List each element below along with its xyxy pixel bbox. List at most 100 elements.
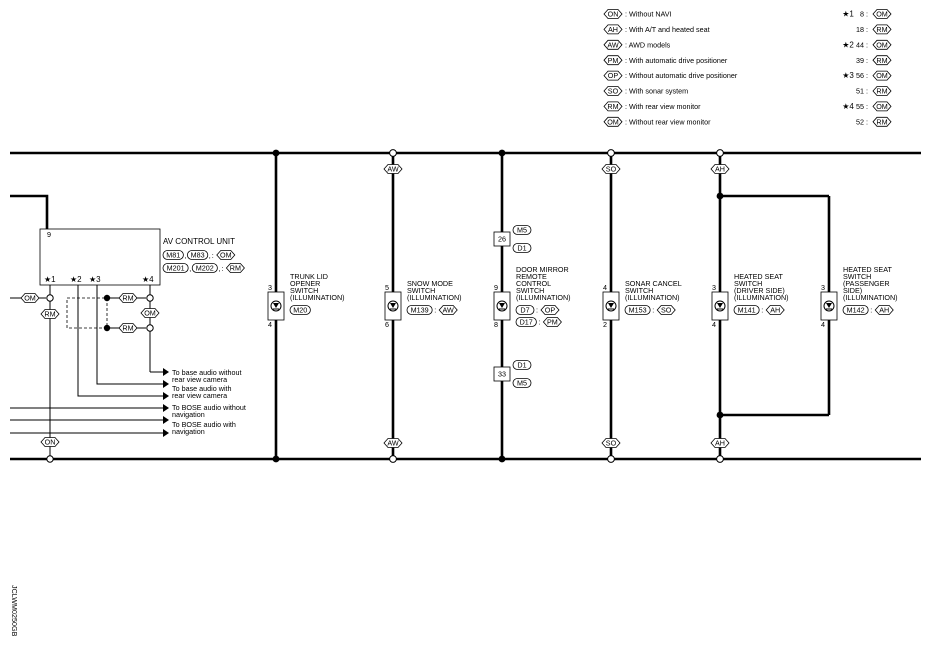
svg-text:M139: M139: [411, 306, 429, 315]
switch-name: SWITCH: [516, 286, 544, 295]
legend-desc: : Without rear view monitor: [625, 117, 711, 126]
switch-name: SNOW MODE: [407, 279, 453, 288]
svg-text:RM: RM: [122, 324, 133, 333]
av-connector: M201: [162, 263, 189, 273]
switch-name: SIDE): [843, 286, 862, 295]
legend-desc: : With rear view monitor: [625, 102, 701, 111]
av-star-4: ★4: [142, 275, 154, 284]
sep: :: [536, 306, 538, 315]
legend-cross-ref: 55 :: [856, 102, 868, 111]
legend-cross-tag: OM: [872, 39, 892, 50]
svg-text:OM: OM: [876, 40, 888, 49]
sep: :: [221, 264, 223, 273]
legend-cross-ref: 18 :: [856, 25, 868, 34]
svg-text:SO: SO: [661, 306, 672, 315]
pin-bottom: 8: [494, 320, 498, 329]
legend-desc: : With A/T and heated seat: [625, 25, 710, 34]
tag-om-mid: OM: [140, 308, 160, 318]
switch-name: DOOR MIRROR: [516, 265, 569, 274]
switch-name: SONAR CANCEL: [625, 279, 682, 288]
switch-connector: M153: [624, 305, 651, 315]
svg-text:ON: ON: [45, 438, 56, 447]
tag-on-bottom: ON: [40, 437, 60, 447]
bus-tag-top: AH: [710, 164, 730, 174]
av-connector: M83: [186, 250, 209, 260]
switch-connector-2: D17: [515, 317, 537, 327]
av-star-1: ★1: [44, 275, 56, 284]
switch-name: (ILLUMINATION): [407, 293, 462, 302]
svg-text:RM: RM: [876, 117, 887, 126]
legend-cross-tag: RM: [872, 116, 892, 127]
sep: ,: [218, 264, 220, 273]
svg-text:M201: M201: [167, 264, 185, 273]
switch-option: SO: [656, 305, 676, 315]
joint-tag: D1: [512, 243, 532, 253]
legend-star: ★3: [842, 71, 854, 80]
svg-text:SO: SO: [606, 439, 617, 448]
legend-code-ah: AH: [603, 24, 623, 35]
av-star-2: ★2: [70, 275, 82, 284]
svg-text:RM: RM: [44, 310, 55, 319]
svg-text:OM: OM: [607, 117, 619, 126]
svg-text:D1: D1: [517, 244, 526, 253]
destination-label: To base audio without: [172, 368, 242, 377]
sep: ,: [184, 251, 186, 260]
switch-option-2: PM: [542, 317, 562, 327]
pin-top: 5: [385, 283, 389, 292]
svg-text:D17: D17: [520, 318, 533, 327]
switch-connector: M141: [733, 305, 760, 315]
diagram-code: JCLWM0250GB: [10, 585, 19, 637]
legend-cross-ref: 56 :: [856, 71, 868, 80]
switch-connector: D7: [515, 305, 535, 315]
switch-connector: M20: [289, 305, 311, 315]
switch-name: SWITCH: [734, 279, 762, 288]
pin-top: 3: [712, 283, 716, 292]
bus-tag-bottom: SO: [601, 438, 621, 448]
legend-cross-ref: 8 :: [860, 10, 868, 19]
tag-om-left: OM: [20, 293, 40, 303]
pin-top: 3: [268, 283, 272, 292]
svg-text:AH: AH: [879, 306, 889, 315]
legend-cross-tag: RM: [872, 55, 892, 66]
svg-text:M202: M202: [196, 264, 214, 273]
sep: :: [761, 306, 763, 315]
legend-cross-tag: OM: [872, 70, 892, 81]
tag-rm-b: RM: [118, 323, 138, 333]
destination-label: To BOSE audio without: [172, 403, 246, 412]
switch-option: AW: [438, 305, 458, 315]
svg-text:OP: OP: [608, 71, 619, 80]
switch-name: OPENER: [290, 279, 320, 288]
svg-text:PM: PM: [608, 56, 619, 65]
tag-rm-left: RM: [40, 309, 60, 319]
switch-name: SWITCH: [407, 286, 435, 295]
svg-text:M20: M20: [293, 306, 307, 315]
switch-name: (ILLUMINATION): [290, 293, 345, 302]
switch-connector: M142: [842, 305, 869, 315]
av-option: RM: [225, 263, 245, 273]
svg-text:OM: OM: [24, 294, 36, 303]
legend-cross-ref: 44 :: [856, 40, 868, 49]
switch-name: REMOTE: [516, 272, 547, 281]
legend-star: ★4: [842, 102, 854, 111]
svg-text:M153: M153: [629, 306, 647, 315]
legend-desc: : AWD models: [625, 40, 671, 49]
legend-cross-ref: 51 :: [856, 87, 868, 96]
legend-cross-tag: OM: [872, 101, 892, 112]
bus-tag-bottom: AH: [710, 438, 730, 448]
legend-cross-tag: RM: [872, 86, 892, 96]
destination-label: To base audio with: [172, 384, 232, 393]
legend-desc: : Without automatic drive positioner: [625, 71, 738, 80]
svg-text:RM: RM: [876, 87, 887, 96]
joint-tag: M5: [512, 225, 532, 235]
svg-text:RM: RM: [607, 102, 618, 111]
svg-text:SO: SO: [608, 87, 619, 96]
legend-code-om: OM: [603, 116, 623, 127]
